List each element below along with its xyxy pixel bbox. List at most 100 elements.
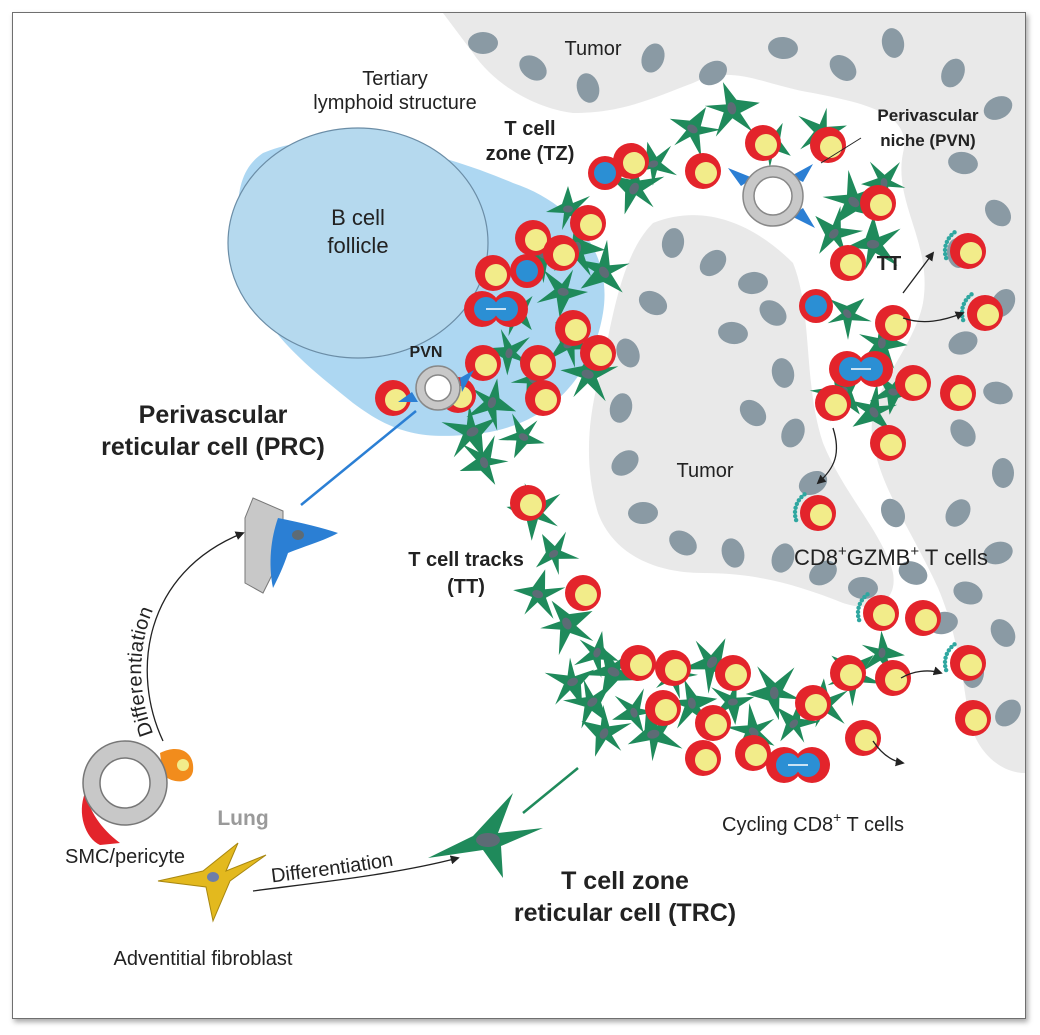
granzyme-dot [856, 613, 861, 619]
connector-trc-to-tracks [522, 767, 579, 814]
label-pvn-1: Perivascular [877, 106, 979, 125]
trc-cell [536, 269, 589, 318]
cd8-t-cell [475, 255, 511, 291]
tumor-cell [848, 576, 878, 600]
label-cd8-gzmb-part1: CD8 [794, 545, 838, 570]
tumor-cell [983, 541, 1013, 565]
cd8-t-cell [810, 127, 846, 163]
granzyme-dot [796, 498, 802, 503]
cd8-t-cell [525, 380, 561, 416]
label-tracks-2: (TT) [447, 576, 485, 598]
granzyme-dot [952, 230, 957, 235]
trc-cell [498, 413, 545, 459]
label-tt-small: TT [877, 253, 901, 275]
vessel-pvn [398, 365, 474, 411]
label-pvn-small: PVN [410, 344, 443, 361]
trc-cell [574, 631, 619, 678]
label-bcell-2: follicle [327, 233, 388, 258]
b-cell-follicle [227, 127, 489, 359]
cd8-t-cell [795, 685, 831, 721]
granzyme-dot [943, 251, 948, 257]
tls-diagram: Tumor Tertiary lymphoid structure T cell… [65, 13, 1025, 970]
granzyme-dot [966, 294, 971, 300]
granzyme-dot [865, 592, 870, 597]
granzyme-dot [856, 605, 861, 611]
granzyme-dot [952, 642, 957, 647]
cd8-t-cell [870, 425, 906, 461]
cd8-t-cell [555, 310, 591, 346]
label-tls-1: Tertiary [362, 68, 428, 90]
tumor-cell [950, 419, 976, 447]
cd8-t-cell [830, 655, 866, 691]
cd8-t-cell [685, 740, 721, 776]
cycling-doublet-tt [829, 351, 893, 387]
trc-cell [848, 383, 898, 431]
trc-cell [466, 378, 517, 431]
label-tumor-mid: Tumor [676, 460, 733, 482]
figure-frame: Tumor Tertiary lymphoid structure T cell… [12, 12, 1026, 1019]
granzyme-dot [963, 298, 969, 303]
tumor-cell [983, 96, 1013, 120]
tumor-cell [468, 32, 498, 54]
trc-cell [612, 688, 656, 733]
tumor-cell [609, 393, 633, 423]
trc-cell [535, 531, 580, 576]
granzyme-dot [960, 305, 965, 311]
granzyme-dot [943, 243, 948, 249]
cd8-t-cell [735, 735, 771, 771]
label-cd8-gzmb-part2: GZMB [847, 545, 911, 570]
granzyme-dot [961, 301, 967, 307]
cd8-t-cell [375, 380, 411, 416]
cd8-t-cell [655, 650, 691, 686]
cd8-t-cell [967, 295, 1003, 331]
granzyme-dot [856, 617, 862, 623]
cycling-cell-3 [799, 289, 833, 323]
granzyme-dot [802, 492, 807, 497]
cd8-t-cell [745, 125, 781, 161]
granzyme-dot [943, 655, 948, 661]
tumor-cell [771, 358, 795, 388]
trc-cell [459, 435, 509, 485]
tumor-cell [829, 55, 857, 81]
tumor-cell [809, 560, 837, 586]
cd8-t-cell [645, 690, 681, 726]
trc-cell [441, 404, 497, 459]
trc-cell [581, 704, 632, 757]
label-cd8-gzmb-sup2: + [910, 543, 919, 560]
granzyme-dot [793, 505, 798, 511]
label-pvn-2: niche (PVN) [880, 131, 975, 150]
cd8-t-cell [695, 705, 731, 741]
granzyme-dot [794, 501, 800, 507]
tumor-cell [519, 55, 547, 81]
label-adventitial: Adventitial fibroblast [114, 948, 293, 970]
tumor-cell [948, 151, 978, 175]
cd8-t-cell [830, 245, 866, 281]
arrow-to-gzmb-1 [902, 251, 935, 294]
label-cycling-sup: + [833, 809, 841, 825]
cd8-t-cell [895, 365, 931, 401]
cd8-t-cell [875, 305, 911, 341]
label-cycling: Cycling CD8+ T cells [722, 809, 904, 836]
tumor-cell [991, 458, 1015, 488]
cd8-t-cell [875, 660, 911, 696]
t-cells [375, 125, 1003, 776]
cd8-t-cell [580, 335, 616, 371]
granzyme-dot [969, 292, 974, 297]
trc-cell [845, 215, 901, 271]
granzyme-dot [942, 659, 948, 665]
label-tracks-1: T cell tracks [408, 549, 524, 571]
tumor-cell [898, 561, 928, 585]
tumor-cell [699, 249, 727, 277]
arrow-to-gzmb-2 [902, 311, 965, 323]
cycling-cell-1 [588, 156, 622, 190]
cd8-t-cell [510, 485, 546, 521]
granzyme-dot [799, 494, 804, 500]
trc-cell [704, 82, 760, 137]
label-differentiation-horizontal: Differentiation [270, 849, 395, 888]
label-tls-2: lymphoid structure [313, 92, 476, 114]
label-smc: SMC/pericyte [65, 846, 185, 868]
trc-cell [669, 107, 722, 157]
differentiation-arc-vertical [146, 531, 245, 742]
tumor-cell [995, 699, 1021, 727]
tumor-cell [699, 60, 727, 86]
